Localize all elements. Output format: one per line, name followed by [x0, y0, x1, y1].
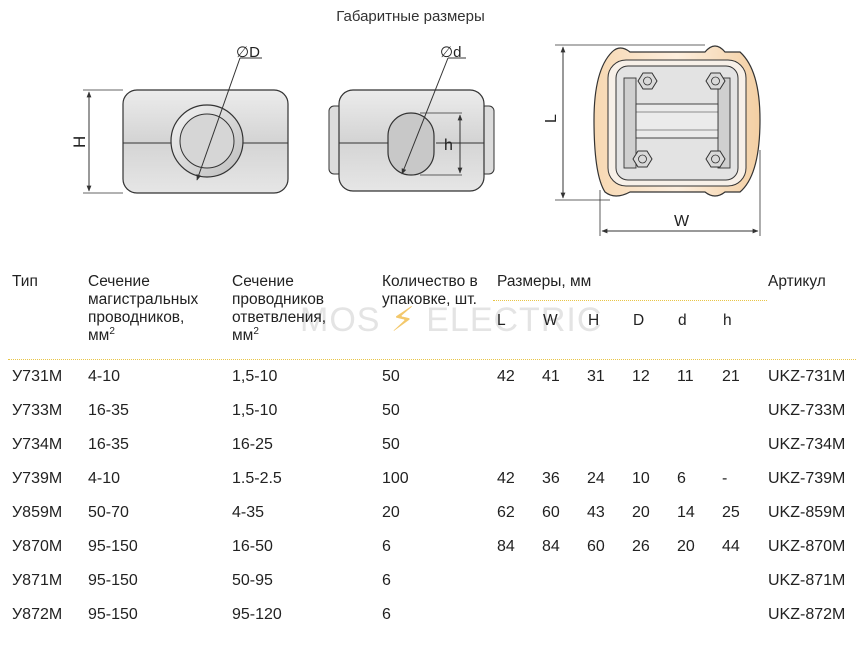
cell-L: 42: [497, 470, 515, 487]
cell-H: 43: [587, 504, 605, 521]
cell-branch: 16-50: [232, 538, 273, 555]
label-L: L: [543, 114, 560, 123]
header-type: Тип: [12, 273, 38, 290]
front-view-diameter-D: [83, 57, 289, 194]
cell-h: 21: [722, 368, 740, 385]
cell-branch: 1,5-10: [232, 368, 278, 385]
watermark-left: MOS: [300, 301, 381, 339]
cell-type: У733М: [12, 402, 63, 419]
cell-qty: 50: [382, 368, 400, 385]
header-dimensions: Размеры, мм: [497, 273, 592, 290]
cell-type: У731М: [12, 368, 63, 385]
cell-type: У870М: [12, 538, 63, 555]
header-divider: [8, 359, 856, 360]
label-D: ∅D: [236, 44, 260, 61]
cell-main: 95-150: [88, 572, 138, 589]
top-view-L-W: [555, 44, 761, 236]
cell-branch: 4-35: [232, 504, 265, 521]
cell-branch: 1.5-2.5: [232, 470, 282, 487]
cell-main: 50-70: [88, 504, 129, 521]
label-W: W: [674, 213, 690, 230]
header-dim-h: h: [723, 312, 732, 329]
cell-type: У859М: [12, 504, 63, 521]
cell-d: 14: [677, 504, 695, 521]
cell-branch: 50-95: [232, 572, 273, 589]
header-dim-W: W: [543, 312, 558, 329]
cell-H: 31: [587, 368, 605, 385]
label-d: ∅d: [440, 44, 461, 61]
cell-h: 25: [722, 504, 740, 521]
cell-main: 95-150: [88, 538, 138, 555]
cell-article: UKZ-859M: [768, 504, 846, 521]
cell-W: 60: [542, 504, 560, 521]
cell-qty: 6: [382, 572, 391, 589]
cell-D: 26: [632, 538, 650, 555]
cell-qty: 20: [382, 504, 400, 521]
watermark-right: ELECTRIC: [426, 301, 603, 339]
label-h: h: [444, 137, 453, 154]
page-title: Габаритные размеры: [336, 8, 485, 25]
brand-watermark: MOS ⚡ ELECTRIC: [300, 300, 602, 340]
cell-main: 95-150: [88, 606, 138, 623]
cell-qty: 6: [382, 606, 391, 623]
cell-branch: 95-120: [232, 606, 282, 623]
cell-article: UKZ-871M: [768, 572, 846, 589]
cell-d: 6: [677, 470, 686, 487]
label-H: H: [70, 136, 89, 148]
cell-qty: 100: [382, 470, 409, 487]
cell-W: 84: [542, 538, 560, 555]
cell-article: UKZ-731M: [768, 368, 846, 385]
cell-article: UKZ-734M: [768, 436, 846, 453]
cell-L: 42: [497, 368, 515, 385]
cell-main: 16-35: [88, 402, 129, 419]
header-main-section: Сечение магистральных проводников, мм2: [88, 273, 199, 344]
cell-qty: 50: [382, 402, 400, 419]
cell-main: 16-35: [88, 436, 129, 453]
dimension-drawings: ∅D ∅d H h L W: [70, 44, 761, 236]
cell-article: UKZ-739M: [768, 470, 846, 487]
lightning-icon: ⚡: [390, 301, 416, 339]
header-dim-d: d: [678, 312, 687, 329]
cell-branch: 1,5-10: [232, 402, 278, 419]
cell-D: 10: [632, 470, 650, 487]
cell-type: У872М: [12, 606, 63, 623]
header-article: Артикул: [768, 273, 826, 290]
cell-qty: 50: [382, 436, 400, 453]
cell-article: UKZ-733M: [768, 402, 846, 419]
header-dim-H: H: [588, 312, 600, 329]
cell-article: UKZ-870M: [768, 538, 846, 555]
cell-type: У739М: [12, 470, 63, 487]
header-quantity: Количество в упаковке, шт.: [382, 273, 478, 308]
cell-H: 60: [587, 538, 605, 555]
cell-L: 84: [497, 538, 515, 555]
cell-d: 20: [677, 538, 695, 555]
cell-H: 24: [587, 470, 605, 487]
header-dim-D: D: [633, 312, 645, 329]
cell-W: 36: [542, 470, 560, 487]
cell-h: -: [722, 470, 728, 487]
cell-type: У871М: [12, 572, 63, 589]
header-branch-section: Сечение проводников ответвления, мм2: [232, 273, 327, 344]
cell-h: 44: [722, 538, 740, 555]
cell-main: 4-10: [88, 470, 121, 487]
header-dim-L: L: [497, 312, 506, 329]
cell-type: У734М: [12, 436, 63, 453]
cell-D: 20: [632, 504, 650, 521]
dimensions-underline: [493, 300, 767, 301]
cell-d: 11: [677, 368, 694, 385]
cell-W: 41: [542, 368, 560, 385]
cell-main: 4-10: [88, 368, 121, 385]
cell-L: 62: [497, 504, 515, 521]
cell-qty: 6: [382, 538, 391, 555]
cell-article: UKZ-872M: [768, 606, 846, 623]
side-view-diameter-d: [328, 57, 495, 192]
cell-branch: 16-25: [232, 436, 273, 453]
cell-D: 12: [632, 368, 650, 385]
